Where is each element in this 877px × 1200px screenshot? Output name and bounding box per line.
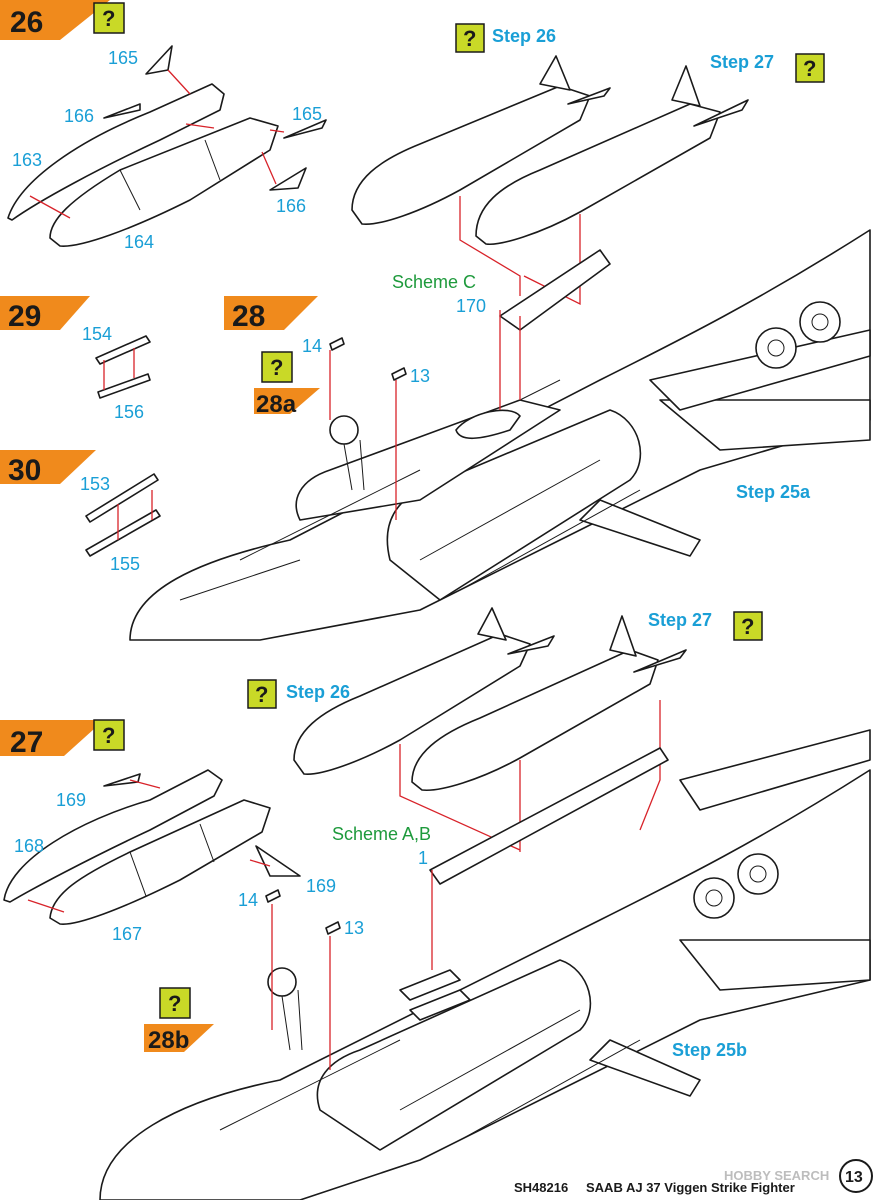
svg-text:?: ? [803, 56, 816, 81]
ref-step-25a: Step 25a [736, 482, 811, 502]
ref-step-27-b: Step 27 [648, 610, 712, 630]
step-30-section: 30 153 155 [0, 450, 161, 574]
ref-step-25b: Step 25b [672, 1040, 747, 1060]
ref-step-26: Step 26 [492, 26, 556, 46]
pod-half-167 [49, 799, 271, 925]
pod-half-168 [3, 769, 223, 903]
help-icon: ? [261, 351, 293, 383]
step-30-badge: 30 [0, 450, 96, 487]
help-icon: ? [247, 679, 277, 709]
svg-text:29: 29 [8, 300, 41, 333]
svg-text:14: 14 [238, 890, 258, 910]
svg-text:?: ? [168, 991, 181, 1016]
svg-text:154: 154 [82, 324, 112, 344]
step-28a-badge: 28a [254, 388, 320, 418]
ref-pod-step-26 [351, 85, 591, 225]
svg-text:27: 27 [10, 726, 43, 759]
svg-text:163: 163 [12, 150, 42, 170]
scheme-c-label: Scheme C [392, 272, 476, 292]
step-28b-section: ? 28b ? Step 26 Step 27 ? Scheme A,B 1 [99, 607, 871, 1200]
step-28b-badge: 28b [144, 1024, 214, 1054]
canard [579, 499, 701, 557]
underwing-pylon [499, 249, 611, 331]
svg-text:14: 14 [302, 336, 322, 356]
svg-text:165: 165 [292, 104, 322, 124]
svg-text:167: 167 [112, 924, 142, 944]
svg-text:?: ? [255, 682, 268, 707]
svg-text:?: ? [741, 614, 754, 639]
help-icon: ? [795, 53, 825, 83]
svg-text:169: 169 [306, 876, 336, 896]
svg-text:30: 30 [8, 454, 41, 487]
footer-title: SAAB AJ 37 Viggen Strike Fighter [586, 1180, 795, 1195]
part-169-fin [255, 845, 301, 877]
step-27-badge: 27 [0, 720, 104, 759]
step-26-section: 26 ? 165 166 165 163 166 164 [0, 0, 327, 252]
page-number-badge [839, 1159, 873, 1193]
step-29-section: 29 154 156 [0, 296, 151, 422]
watermark: HOBBY SEARCH [724, 1168, 829, 1183]
part-153 [85, 473, 159, 523]
scheme-ab-label: Scheme A,B [332, 824, 431, 844]
svg-text:?: ? [270, 355, 283, 380]
svg-text:166: 166 [276, 196, 306, 216]
step-27-section: 27 ? 169 168 169 167 [0, 719, 336, 944]
main-wheel-b [693, 877, 735, 919]
main-wheel [755, 327, 797, 369]
svg-text:28a: 28a [256, 391, 297, 418]
ref-pod-step-27-b [411, 649, 659, 792]
svg-text:?: ? [102, 6, 115, 31]
svg-text:156: 156 [114, 402, 144, 422]
help-icon: ? [159, 987, 191, 1019]
svg-text:13: 13 [410, 366, 430, 386]
ref-step-26-b: Step 26 [286, 682, 350, 702]
footer-code: SH48216 [514, 1180, 568, 1195]
svg-text:169: 169 [56, 790, 86, 810]
step-26-badge: 26 [0, 0, 110, 40]
svg-text:168: 168 [14, 836, 44, 856]
fuselage-lower [99, 769, 871, 1200]
pod-half-163 [7, 83, 225, 221]
part-154 [95, 335, 151, 365]
wing [659, 399, 871, 451]
page-number: 13 [845, 1169, 863, 1186]
footer: SH48216 SAAB AJ 37 Viggen Strike Fighter… [514, 1159, 873, 1195]
ref-pod-step-27 [475, 103, 721, 246]
part-156 [97, 373, 151, 399]
help-icon: ? [93, 2, 125, 34]
svg-text:166: 166 [64, 106, 94, 126]
step-28-section: 28 ? 28a ? Step 26 Step 27 ? Scheme C 17… [129, 23, 871, 641]
step-29-badge: 29 [0, 296, 90, 333]
svg-text:26: 26 [10, 6, 43, 39]
svg-text:165: 165 [108, 48, 138, 68]
svg-text:164: 164 [124, 232, 154, 252]
part-155 [85, 509, 161, 557]
ref-pod-step-26-b [293, 633, 531, 775]
svg-text:1: 1 [418, 848, 428, 868]
svg-text:28b: 28b [148, 1027, 189, 1054]
pylon-lower [429, 747, 669, 885]
svg-text:28: 28 [232, 300, 265, 333]
svg-text:155: 155 [110, 554, 140, 574]
svg-text:170: 170 [456, 296, 486, 316]
svg-text:?: ? [463, 26, 476, 51]
nose-wheel [329, 415, 359, 445]
svg-text:153: 153 [80, 474, 110, 494]
pod-half-164 [49, 117, 279, 247]
ref-step-27: Step 27 [710, 52, 774, 72]
help-icon: ? [733, 611, 763, 641]
part-166-fin [269, 167, 307, 191]
part-165-fin [145, 45, 173, 75]
help-icon: ? [455, 23, 485, 53]
help-icon: ? [93, 719, 125, 751]
svg-text:13: 13 [344, 918, 364, 938]
svg-text:?: ? [102, 723, 115, 748]
step-28-badge: 28 [224, 296, 318, 333]
